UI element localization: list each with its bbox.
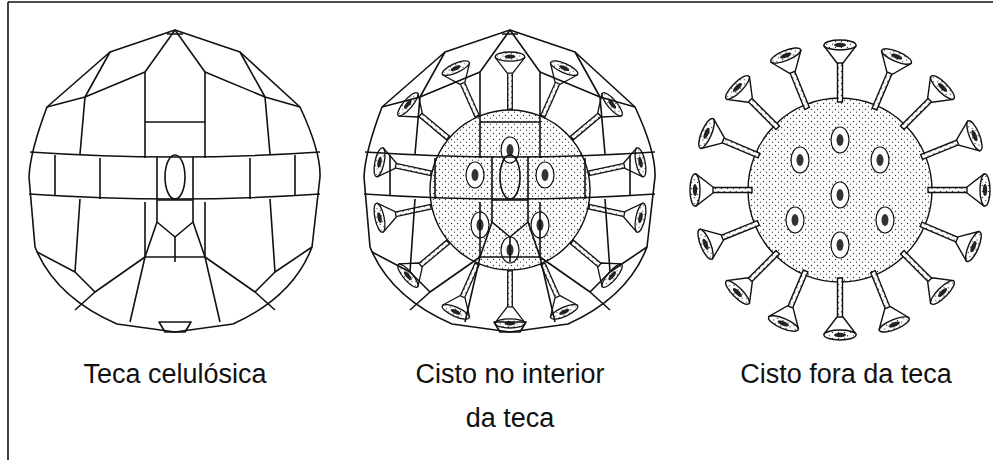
caption-label: Cisto no interior da teca [404,352,616,440]
caption-label: Teca celulósica [25,352,325,396]
theca-outline [29,30,320,332]
cyst-discs [786,127,894,258]
theca-drawing [29,30,320,332]
theca-outline [364,30,655,332]
cyst-outside-theca [690,40,990,340]
caption-label: Cisto fora da teca [708,352,984,396]
cyst-inside-theca [364,30,655,332]
cyst-processes [372,52,648,328]
cyst-processes [690,40,990,340]
frame [8,2,993,460]
